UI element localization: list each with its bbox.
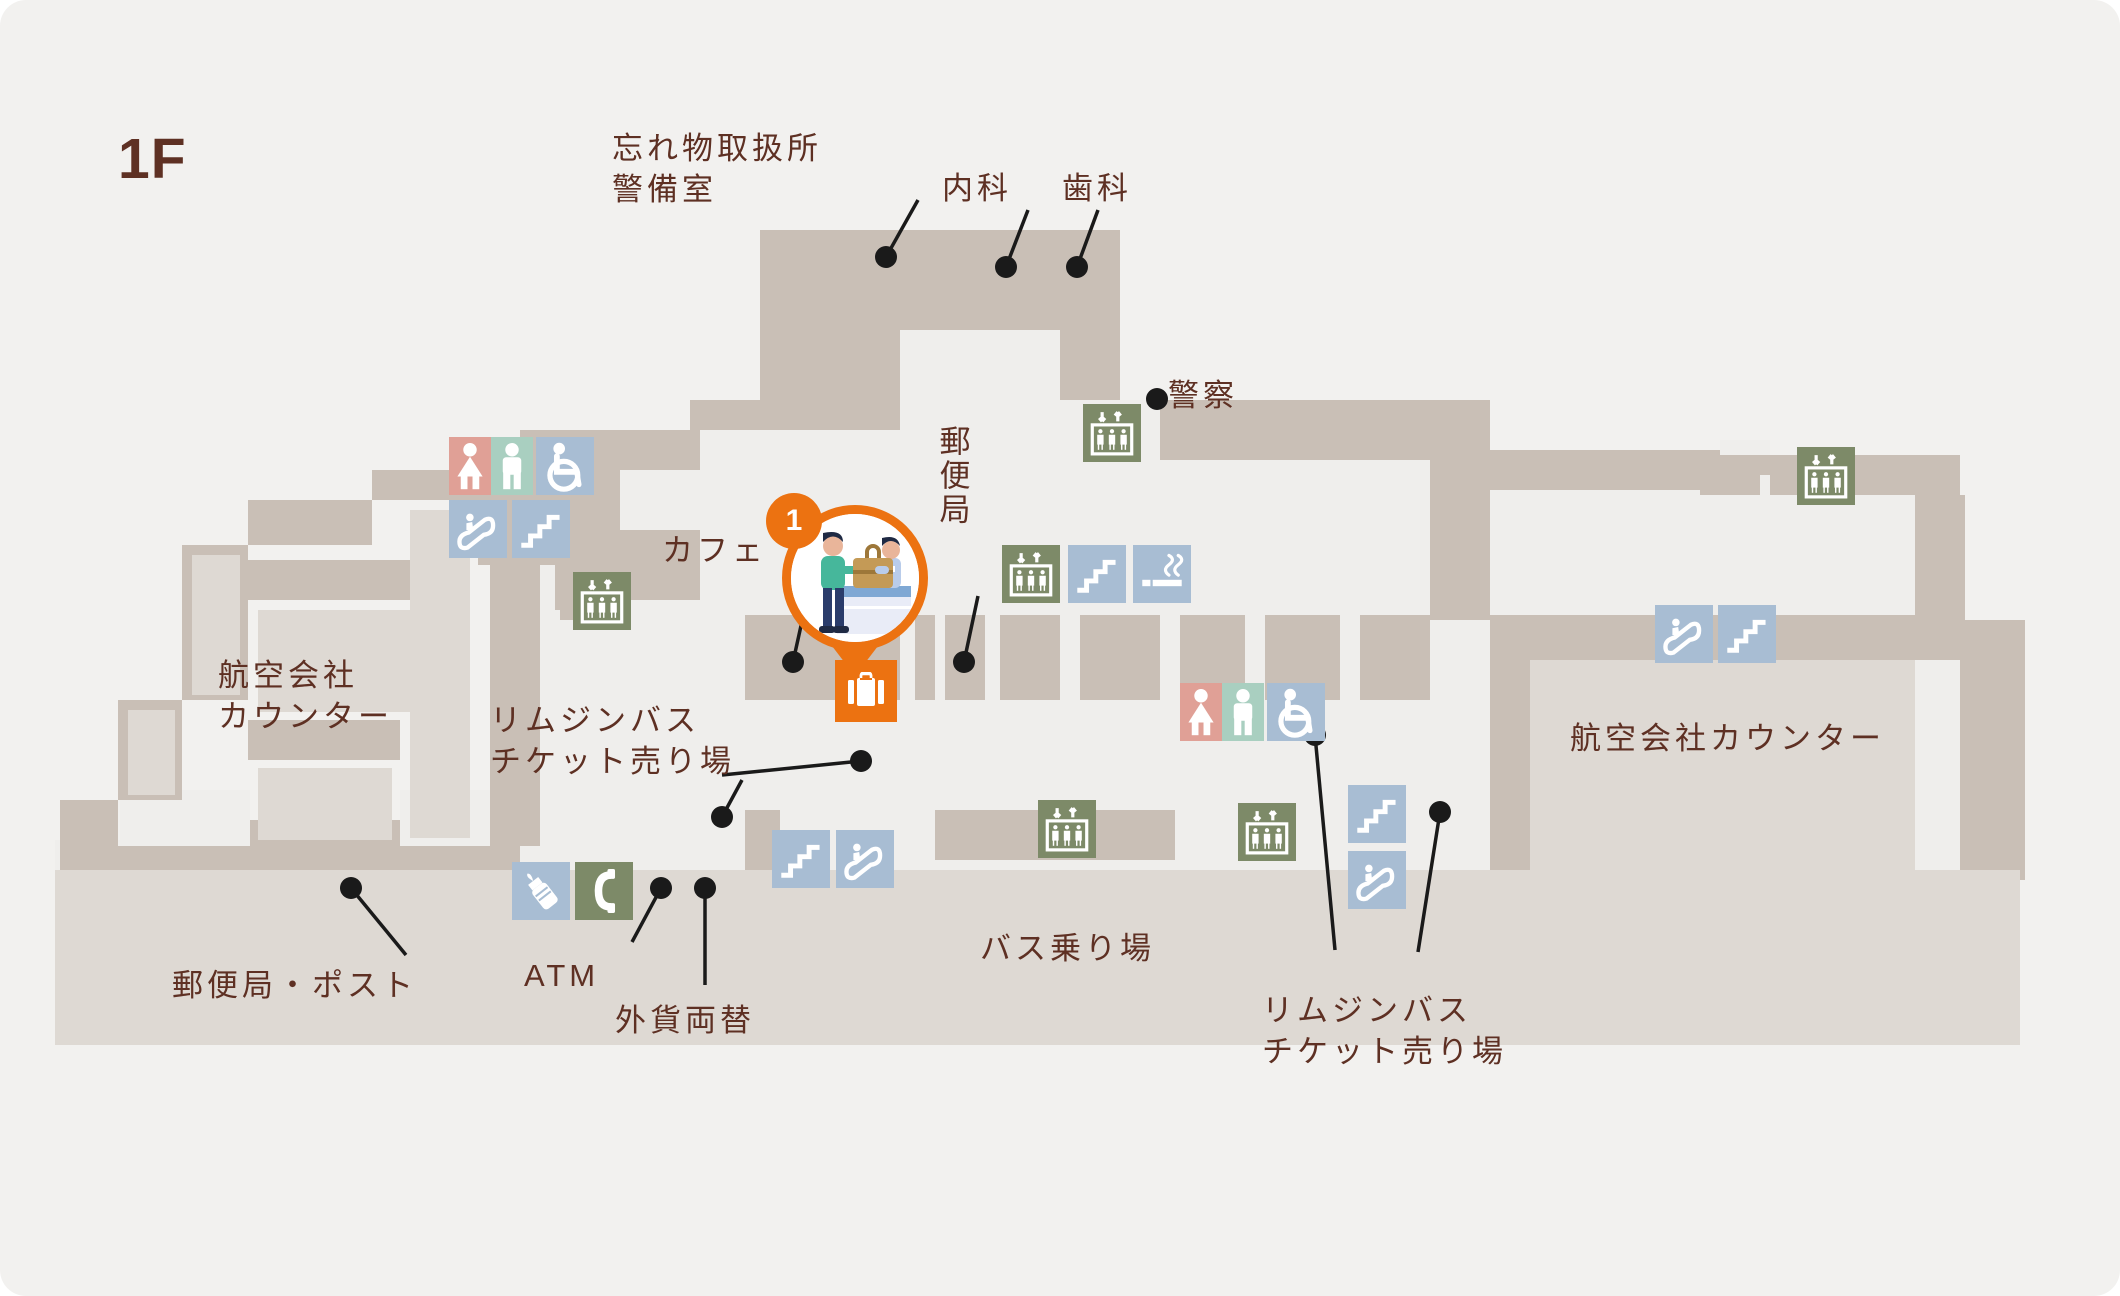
elevator-icon[interactable] bbox=[1083, 404, 1141, 462]
restroom-female-icon[interactable] bbox=[449, 437, 491, 495]
wheelchair-icon[interactable] bbox=[536, 437, 594, 495]
map-label-dentistry: 歯科 bbox=[1062, 171, 1132, 206]
map-label-post-office-postbox: 郵便局・ポスト bbox=[172, 968, 417, 1003]
elevator-icon[interactable] bbox=[1797, 447, 1855, 505]
map-label-airline-counter-right: 航空会社カウンター bbox=[1570, 721, 1885, 756]
map-label-bus-stop: バス乗り場 bbox=[980, 931, 1155, 966]
map-label-post-office-center: 郵便局 bbox=[934, 425, 970, 527]
map-label-cafe: カフェ bbox=[662, 533, 767, 568]
stairs-icon[interactable] bbox=[772, 830, 830, 888]
escalator-icon[interactable] bbox=[1348, 851, 1406, 909]
telephone-icon[interactable] bbox=[575, 862, 633, 920]
escalator-icon[interactable] bbox=[836, 830, 894, 888]
marker-pin bbox=[832, 646, 878, 676]
stairs-icon[interactable] bbox=[1348, 785, 1406, 843]
restroom-male-icon[interactable] bbox=[491, 437, 533, 495]
map-label-limousine-bus-right: リムジンバス チケット売り場 bbox=[1262, 993, 1507, 1070]
restroom-male-icon[interactable] bbox=[1222, 683, 1264, 741]
escalator-icon[interactable] bbox=[1655, 605, 1713, 663]
elevator-icon[interactable] bbox=[1238, 803, 1296, 861]
stairs-icon[interactable] bbox=[1718, 605, 1776, 663]
elevator-icon[interactable] bbox=[1002, 545, 1060, 603]
baggage-counter-highlight-marker[interactable]: 1 bbox=[766, 493, 928, 676]
stairs-icon[interactable] bbox=[512, 500, 570, 558]
escalator-icon[interactable] bbox=[449, 500, 507, 558]
map-label-lost-and-found: 忘れ物取扱所 警備室 bbox=[612, 131, 822, 208]
map-label-limousine-bus-left: リムジンバス チケット売り場 bbox=[490, 703, 735, 780]
map-label-currency-exchange: 外貨両替 bbox=[615, 1003, 755, 1038]
elevator-icon[interactable] bbox=[1038, 800, 1096, 858]
map-label-airline-counter-left: 航空会社 カウンター bbox=[218, 658, 393, 735]
map-label-internal-medicine: 内科 bbox=[942, 171, 1012, 206]
wheelchair-icon[interactable] bbox=[1267, 683, 1325, 741]
map-label-atm: ATM bbox=[524, 958, 600, 993]
marker-badge: 1 bbox=[766, 493, 822, 549]
elevator-icon[interactable] bbox=[573, 572, 631, 630]
baby-bottle-icon[interactable] bbox=[512, 862, 570, 920]
stairs-icon[interactable] bbox=[1068, 545, 1126, 603]
floor-label: 1F bbox=[118, 127, 187, 191]
smoking-area-icon[interactable] bbox=[1133, 545, 1191, 603]
map-label-police: 警察 bbox=[1168, 378, 1238, 413]
restroom-female-icon[interactable] bbox=[1180, 683, 1222, 741]
